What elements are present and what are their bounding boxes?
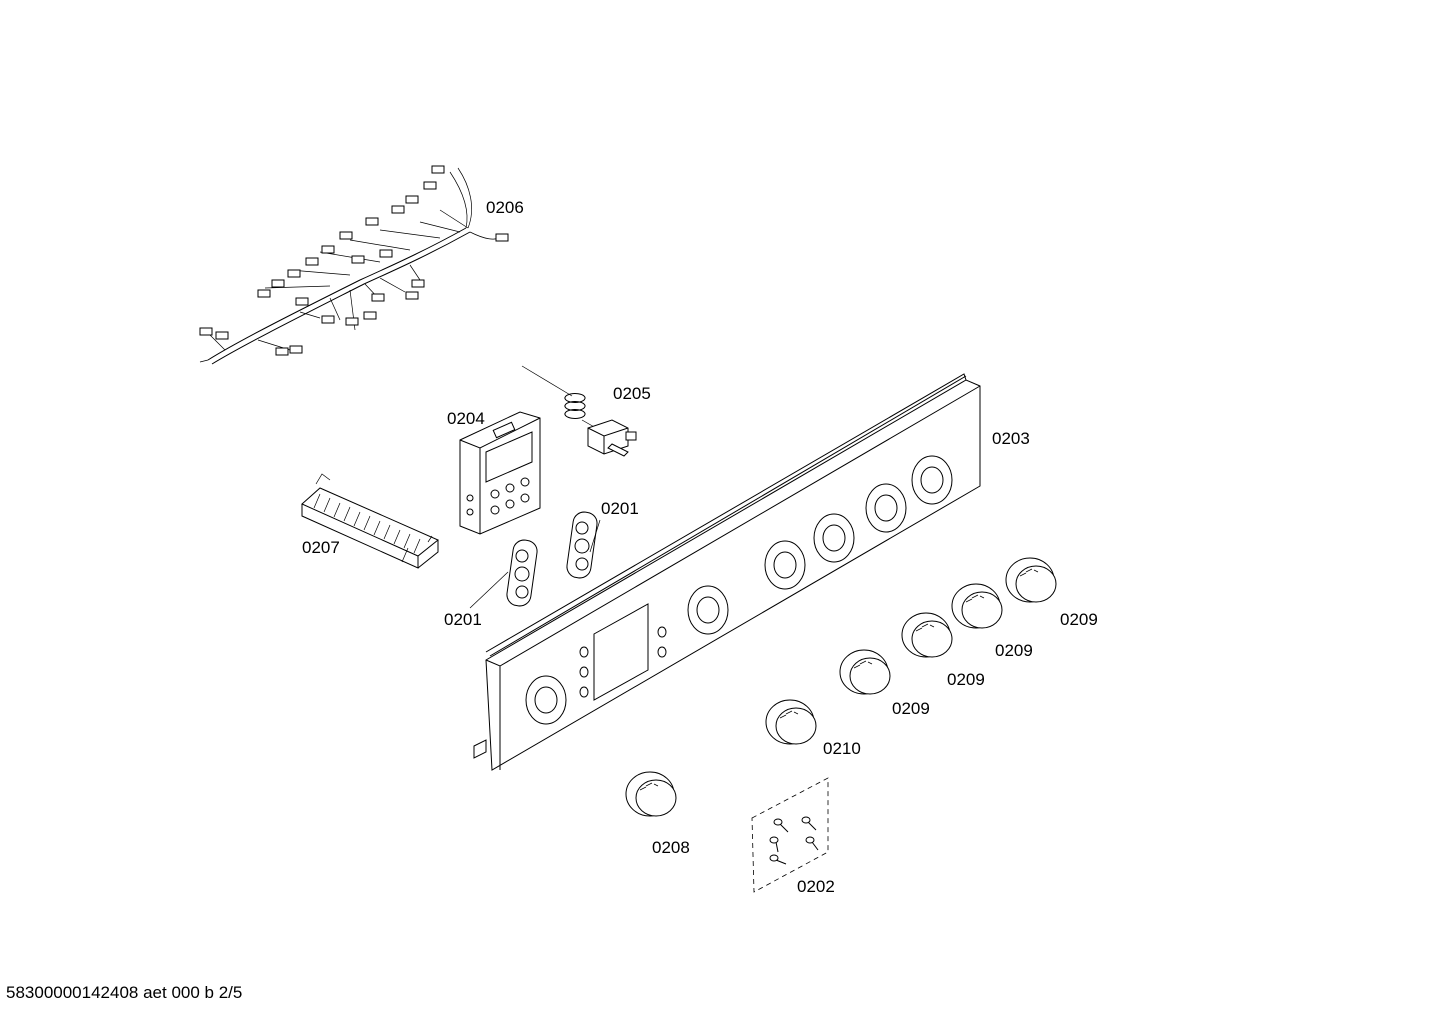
label-0210: 0210 [823, 739, 861, 758]
knob-0209-2 [951, 583, 1003, 629]
timer-module-0204 [459, 411, 541, 535]
label-0204: 0204 [447, 409, 485, 428]
wiring-harness-0206 [199, 165, 509, 365]
spacer-bracket-0201-lower [506, 539, 538, 607]
screws-0202 [751, 777, 829, 893]
label-0202: 0202 [797, 877, 835, 896]
label-0205: 0205 [613, 384, 651, 403]
label-0201-upper: 0201 [601, 499, 639, 518]
control-panel-0203 [473, 373, 981, 771]
knob-bezels [525, 455, 953, 725]
label-0201-lower: 0201 [444, 610, 482, 629]
label-0209-3: 0209 [947, 670, 985, 689]
thermostat-0205 [521, 365, 637, 457]
label-0203: 0203 [992, 429, 1030, 448]
spacer-bracket-0201-upper [566, 511, 598, 579]
terminal-block-0207 [301, 473, 439, 569]
label-0209-1: 0209 [1060, 610, 1098, 629]
knob-0209-1 [1005, 557, 1057, 603]
knob-0208 [625, 771, 677, 817]
label-0207: 0207 [302, 538, 340, 557]
label-0209-4: 0209 [892, 699, 930, 718]
knob-0209-4 [839, 649, 891, 695]
label-0209-2: 0209 [995, 641, 1033, 660]
leader-lines [469, 519, 601, 609]
label-0206: 0206 [486, 198, 524, 217]
label-0208: 0208 [652, 838, 690, 857]
document-footer: 58300000142408 aet 000 b 2/5 [6, 983, 243, 1002]
knob-0210 [765, 699, 817, 745]
knob-0209-3 [901, 612, 953, 658]
